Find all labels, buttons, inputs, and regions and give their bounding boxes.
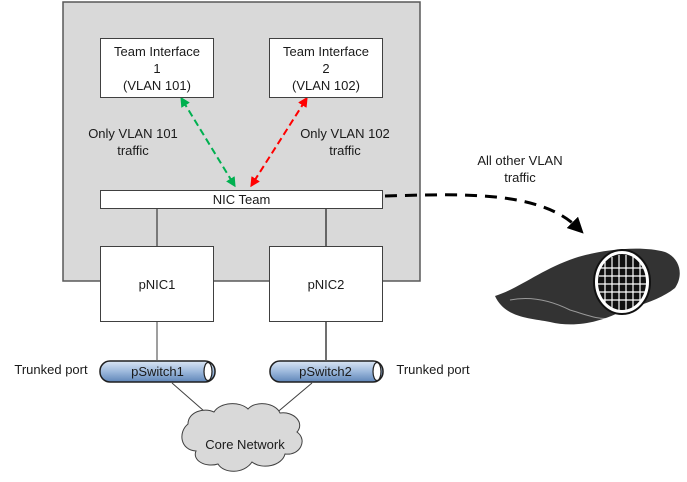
pnic2: pNIC2 (269, 246, 383, 322)
drain-icon (495, 248, 680, 325)
other-vlan-line2: traffic (504, 170, 536, 185)
team-interface-2: Team Interface 2 (VLAN 102) (269, 38, 383, 98)
team-interface-2-line2: 2 (322, 60, 330, 76)
team-interface-1-line1: Team Interface (114, 43, 200, 59)
trunked-port-label-1: Trunked port (14, 362, 88, 377)
core-network-label: Core Network (205, 437, 285, 452)
vlan102-traffic-line2: traffic (329, 143, 361, 158)
pswitch2-icon (269, 360, 384, 383)
vlan102-arrow (250, 96, 308, 188)
vlan101-traffic-line1: Only VLAN 101 (88, 126, 178, 141)
pswitch2-label: pSwitch2 (299, 364, 352, 379)
vlan101-traffic-line2: traffic (117, 143, 149, 158)
link-pswitch2-core (273, 382, 313, 416)
vlan101-traffic-label: Only VLAN 101 traffic (78, 125, 188, 159)
vlan101-arrow (180, 96, 236, 188)
other-vlan-traffic-label: All other VLAN traffic (465, 152, 575, 186)
trunked-port-label-2: Trunked port (396, 362, 470, 377)
other-vlan-arrow (384, 193, 584, 234)
core-network-cloud (181, 403, 303, 472)
vlan102-traffic-line1: Only VLAN 102 (300, 126, 390, 141)
other-vlan-line1: All other VLAN (477, 153, 563, 168)
pnic1-label: pNIC1 (138, 276, 176, 292)
team-interface-1: Team Interface 1 (VLAN 101) (100, 38, 214, 98)
team-interface-2-line3: (VLAN 102) (292, 77, 360, 93)
pswitch1-icon (99, 360, 216, 383)
nic-team: NIC Team (100, 190, 383, 209)
vlan102-traffic-label: Only VLAN 102 traffic (290, 125, 400, 159)
team-interface-1-line3: (VLAN 101) (123, 77, 191, 93)
nic-team-label: NIC Team (212, 192, 271, 207)
pswitch1-label: pSwitch1 (131, 364, 184, 379)
pnic1: pNIC1 (100, 246, 214, 322)
team-interface-2-line1: Team Interface (283, 43, 369, 59)
team-interface-1-line2: 1 (153, 60, 161, 76)
pnic2-label: pNIC2 (307, 276, 345, 292)
